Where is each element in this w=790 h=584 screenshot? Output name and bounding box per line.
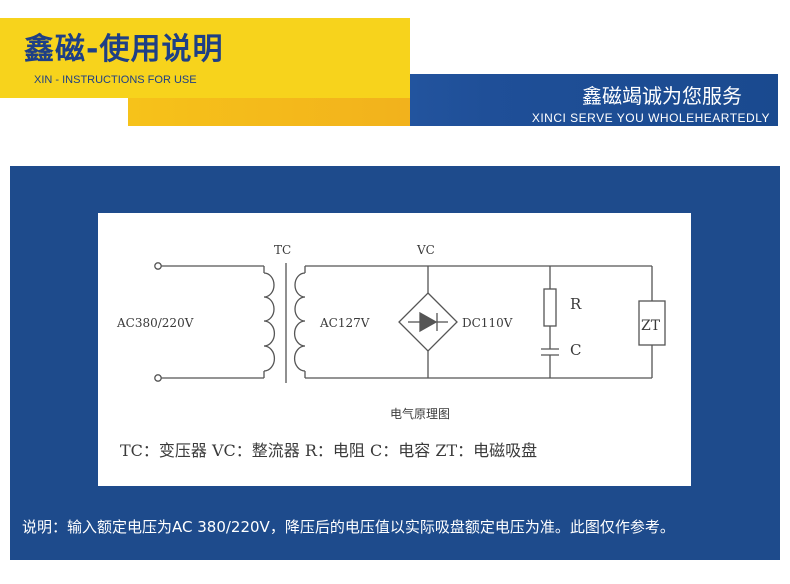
input-terminal-top [154, 262, 162, 270]
diode-icon [419, 311, 438, 333]
diagram-caption: 电气原理图 [390, 406, 450, 421]
page-subtitle: XIN - INSTRUCTIONS FOR USE [34, 74, 197, 86]
label-resistor: R [570, 295, 582, 313]
diagram-card: TC VC AC380/220V AC127V DC110V R C ZT 电气… [98, 213, 691, 486]
page-title: 鑫磁-使用说明 [24, 32, 224, 67]
circuit-diagram: TC VC AC380/220V AC127V DC110V R C ZT 电气… [116, 243, 666, 460]
diagram-legend: TC：变压器 VC：整流器 R：电阻 C：电容 ZT：电磁吸盘 [120, 441, 537, 460]
resistor-symbol [543, 288, 557, 327]
rectifier-bridge [398, 292, 458, 352]
label-tc: TC [274, 243, 291, 257]
label-vc: VC [416, 243, 435, 257]
slogan-en: XINCI SERVE YOU WHOLEHEARTEDLY [531, 111, 770, 125]
label-capacitor: C [570, 341, 581, 359]
usage-note: 说明：输入额定电压为AC 380/220V，降压后的电压值以实际吸盘额定电压为准… [22, 518, 675, 536]
input-terminal-bottom [154, 374, 162, 382]
header-yellow-block [0, 18, 410, 98]
slogan-cn: 鑫磁竭诚为您服务 [582, 84, 742, 108]
label-secondary-voltage: AC127V [319, 316, 370, 330]
label-input-voltage: AC380/220V [116, 316, 194, 330]
primary-coil [263, 272, 276, 372]
secondary-coil [293, 272, 306, 372]
header-yellow-edge [128, 98, 410, 126]
label-dc-voltage: DC110V [462, 316, 513, 330]
label-load: ZT [641, 318, 661, 334]
